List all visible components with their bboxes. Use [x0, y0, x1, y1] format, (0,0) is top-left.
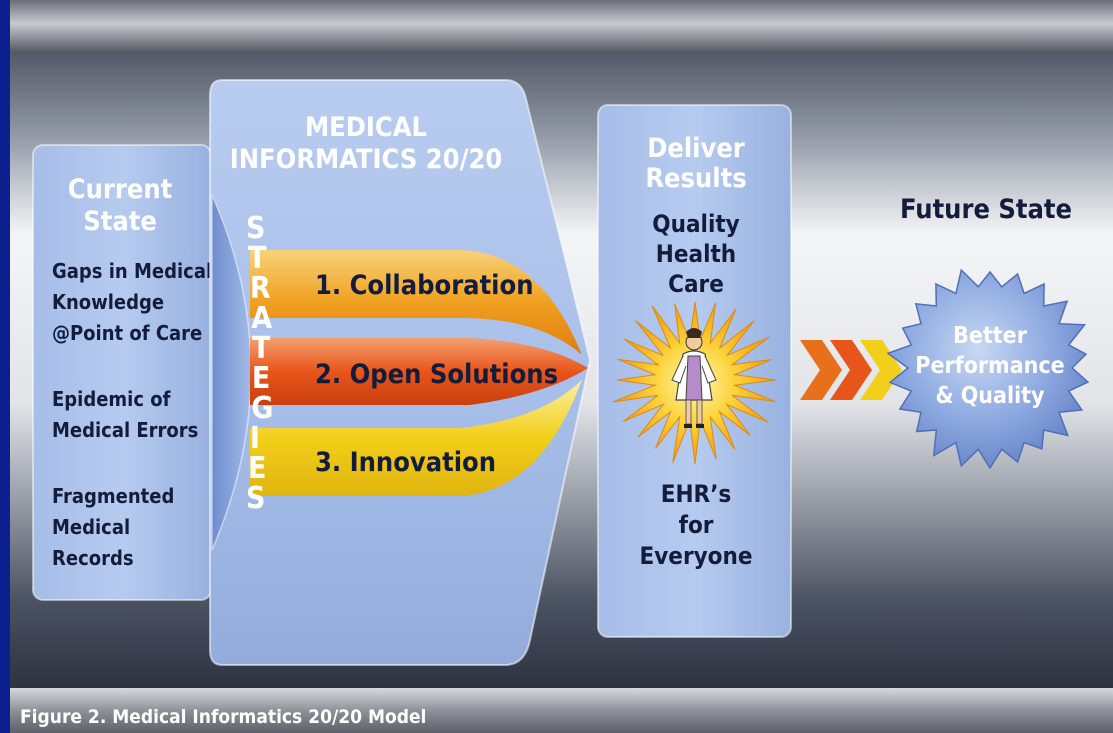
strategies-letter: G [251, 391, 273, 426]
strategies-letter: S [246, 481, 265, 516]
ehr-line: for [679, 511, 714, 539]
current-state-item-line: @Point of Care [52, 321, 202, 345]
deliver-results-title-line: Results [645, 163, 746, 194]
current-state-item-line: Gaps in Medical [52, 259, 212, 283]
top-metal-bar [10, 0, 1113, 52]
strategies-letter: A [251, 301, 272, 336]
caption-bar [10, 688, 1113, 733]
strategies-letter: I [250, 421, 260, 456]
current-state-title-line: Current [68, 174, 173, 205]
strategies-letter: R [250, 271, 271, 306]
burst-line: Better [953, 323, 1028, 349]
chevron-2 [830, 340, 872, 400]
quality-line: Care [668, 270, 724, 298]
strategy-band-3 [250, 380, 582, 496]
strategies-letter: T [252, 331, 271, 366]
strategies-letter: E [252, 361, 270, 396]
strategies-letter: E [248, 451, 266, 486]
strategy-2-label: 2. Open Solutions [315, 359, 558, 390]
medical-informatics-title-line: MEDICAL [305, 112, 427, 143]
strategy-3-label: 3. Innovation [315, 447, 496, 478]
quality-line: Quality [652, 210, 739, 238]
current-state-item-line: Medical [52, 515, 130, 539]
current-state-title-line: State [83, 206, 157, 237]
current-state-item-line: Epidemic of [52, 387, 171, 411]
current-state-item-line: Records [52, 546, 134, 570]
burst-line: Performance [915, 353, 1064, 379]
strategies-letter: T [248, 241, 267, 276]
deliver-results-title-line: Deliver [647, 133, 745, 164]
current-state-item-line: Fragmented [52, 484, 174, 508]
quality-line: Health [656, 240, 736, 268]
figure-caption: Figure 2. Medical Informatics 20/20 Mode… [20, 706, 426, 728]
strategy-band-1 [250, 250, 582, 355]
burst-line: & Quality [935, 383, 1045, 409]
current-state-item-line: Medical Errors [52, 418, 198, 442]
doctor-figure-icon [671, 328, 717, 428]
strategies-letter: S [246, 211, 265, 246]
future-state-title: Future State [900, 194, 1072, 225]
ehr-line: EHR’s [661, 480, 732, 508]
medical-informatics-title-line: INFORMATICS 20/20 [230, 144, 503, 175]
chevron-1 [800, 340, 842, 400]
strategy-1-label: 1. Collaboration [315, 270, 534, 301]
current-state-item-line: Knowledge [52, 290, 164, 314]
strategy-band-2 [250, 338, 588, 405]
ehr-line: Everyone [639, 542, 752, 570]
